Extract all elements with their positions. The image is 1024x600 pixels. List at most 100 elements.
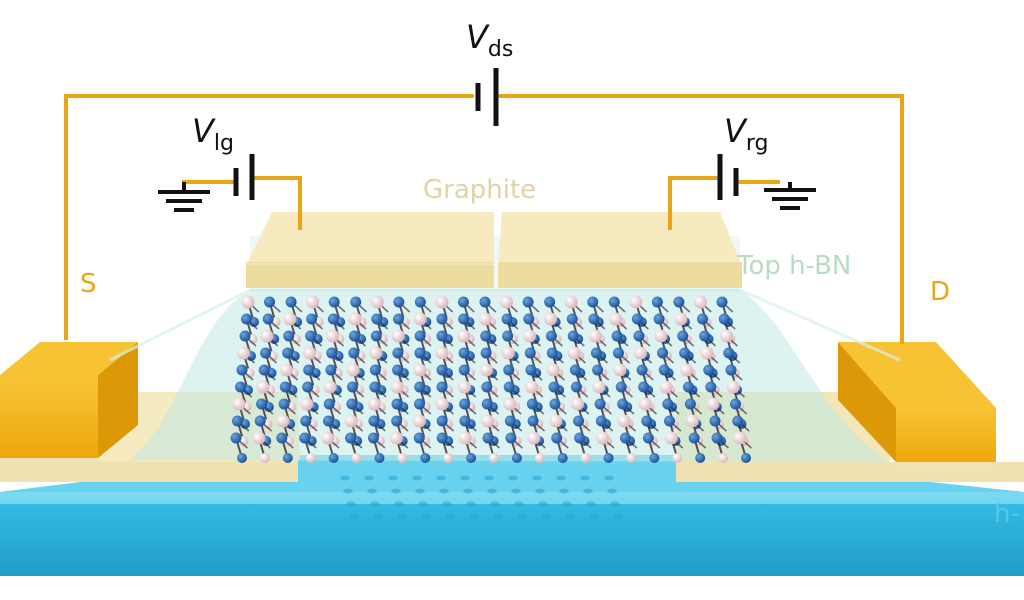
lattice-atom [502,314,513,325]
top-hbn-label: Top h-BN [736,251,851,281]
lattice-atom [368,433,379,444]
substrate-dot [580,476,590,481]
lattice-atom [324,399,335,410]
lattice-atom [390,432,403,445]
lattice-atom [546,331,557,342]
bottom-hbn-label: h- [994,499,1020,529]
lattice-atom [306,314,317,325]
substrate-dot [442,502,452,507]
substrate-dot [613,515,623,520]
lattice-atom [502,347,515,360]
substrate-dot [487,489,497,494]
substrate-dot [415,489,425,494]
lattice-atom [712,433,723,444]
substrate-dot [445,515,455,520]
substrate-dot [463,489,473,494]
substrate-dot [388,476,398,481]
lattice-atom [727,381,740,394]
lattice-atom [726,365,737,376]
lattice-atom [527,432,540,445]
substrate-dot [346,502,356,507]
substrate-dot [484,476,494,481]
lattice-atom [558,453,568,463]
lattice-atom [547,348,558,359]
lattice-atom [303,347,316,360]
lattice-atom [260,348,271,359]
lattice-atom [609,313,622,326]
substrate-dot [373,515,383,520]
lattice-atom [348,348,359,359]
lattice-atom [260,330,273,343]
left-graphite-gate [246,212,494,288]
lattice-atom [489,453,499,463]
lattice-atom [523,314,534,325]
substrate-dot [412,476,422,481]
lattice-atom [549,399,560,410]
lattice-atom [525,381,538,394]
lattice-atom [719,314,730,325]
lattice-atom [641,416,652,427]
lattice-atom [458,381,471,394]
lattice-atom [703,365,714,376]
lattice-atom [303,365,314,376]
lattice-atom [237,365,248,376]
lattice-atom [280,364,293,377]
lattice-atom [674,313,687,326]
lattice-atom [574,433,585,444]
lattice-atom [326,348,337,359]
lattice-atom [345,415,358,428]
lattice-atom [259,365,270,376]
lattice-atom [237,347,250,360]
lattice-atom [414,399,425,410]
substrate-dot [421,515,431,520]
substrate-dot [532,476,542,481]
lattice-atom [660,381,673,394]
lattice-atom [458,314,469,325]
substrate-dot [349,515,359,520]
lattice-atom [525,365,536,376]
lattice-atom [435,296,448,309]
lattice-atom [329,297,340,308]
lattice-atom [414,433,425,444]
substrate-dot [469,515,479,520]
lattice-atom [626,453,636,463]
lattice-atom [437,416,448,427]
lattice-atom [276,433,287,444]
substrate-dot [538,502,548,507]
lattice-atom [232,416,243,427]
lattice-atom [595,399,606,410]
left-ground-icon [158,182,210,210]
lattice-atom [568,331,579,342]
lattice-atom [652,297,663,308]
lattice-atom [350,297,361,308]
lattice-atom [437,365,448,376]
lattice-atom [679,348,690,359]
lattice-atom [527,399,538,410]
lattice-atom [370,365,381,376]
lattice-atom [369,382,380,393]
lattice-atom [368,416,379,427]
lattice-atom [481,382,492,393]
lattice-atom [391,416,402,427]
lattice-atom [371,314,382,325]
substrate-dot [610,502,620,507]
lattice-atom [528,416,539,427]
lattice-atom [587,297,598,308]
lattice-atom [436,331,447,342]
substrate-dot [493,515,503,520]
lattice-atom [324,381,337,394]
lattice-atom [592,381,605,394]
substrate-dot [508,476,518,481]
lattice-atom [503,398,516,411]
substrate-dot [562,502,572,507]
lattice-atom [570,365,581,376]
lattice-atom [632,314,643,325]
lattice-atom [279,399,290,410]
lattice-atom [637,365,648,376]
lattice-atom [321,432,334,445]
lattice-atom [437,382,448,393]
lattice-atom [306,296,319,309]
lattice-atom [371,331,382,342]
lattice-atom [665,432,678,445]
